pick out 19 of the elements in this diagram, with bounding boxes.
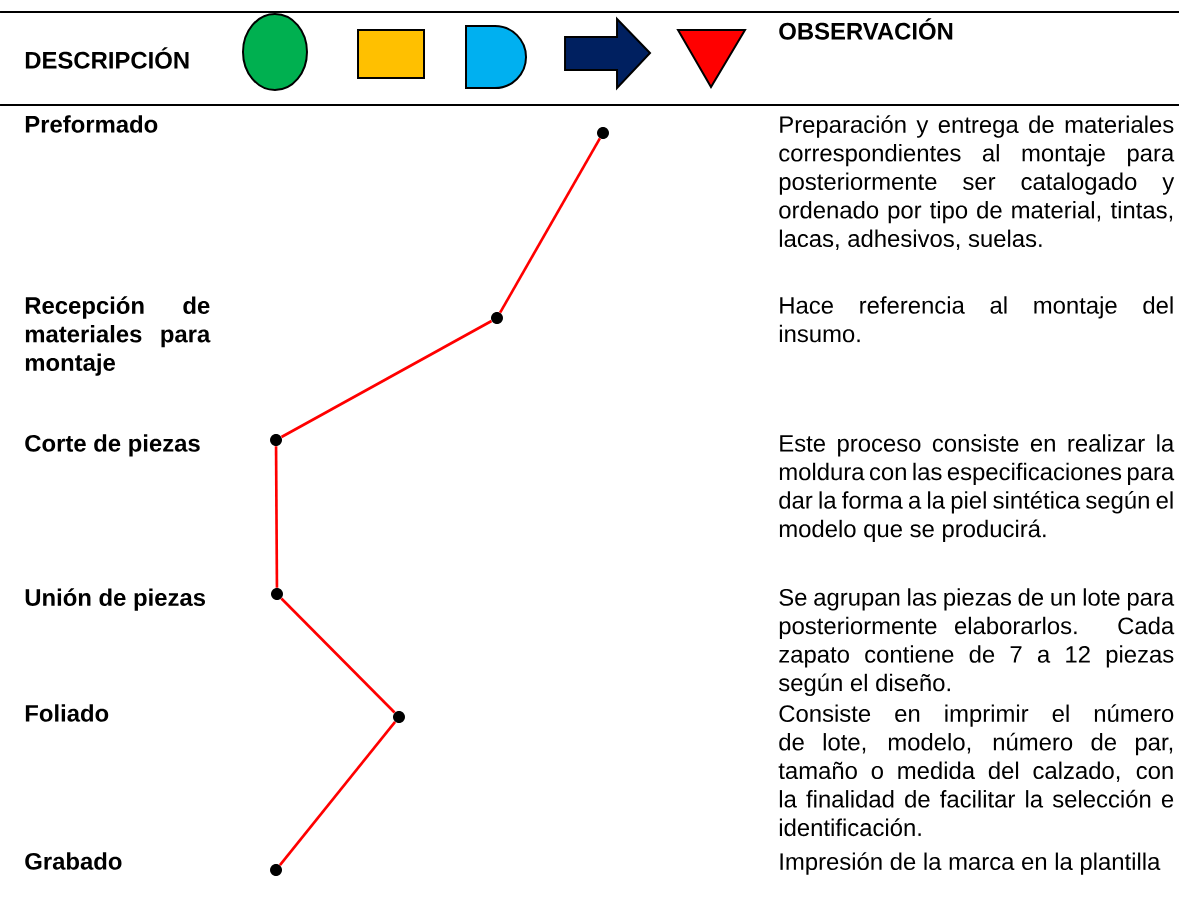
step-description: Este proceso consiste en realizar la moldura con las especificaciones para dar la forma a la piel sintética según el modelo que se producirá.: [779, 434, 1175, 543]
column-header: OBSERVACIÓN: [779, 18, 953, 40]
step-description: Consiste en imprimir el número de lote, modelo, número de par, tamaño o medida del calzado, con la finalidad de facilitar la selección e identificación.: [778, 704, 1174, 837]
connector-line: [280, 597, 396, 714]
connector-line: [498, 137, 602, 314]
step-name: Unión de piezas: [25, 588, 205, 611]
step-description: Se agrupan las piezas de un lote para posteriormente elaborarlos. Cada zapato contiene de 7 a 12 piezas según el diseño.: [778, 588, 1175, 697]
step-name: Preformado: [25, 115, 158, 133]
step-name: Grabado: [25, 852, 122, 870]
column-header: DESCRIPCIÓN: [25, 47, 189, 69]
step-description: Hace referencia al montaje del insumo.: [779, 296, 1173, 343]
step-name: Recepción de materiales para montaje: [25, 296, 211, 376]
step-description: Impresión de la marca en la plantilla: [780, 852, 1161, 875]
step-description: Preparación y entrega de materiales correspondientes al montaje para posteriormente ser catalogado y ordenado por tipo de material, tintas, lacas, adhesivos, suelas.: [779, 115, 1175, 250]
step-name: Corte de piezas: [25, 434, 200, 457]
connector-line: [274, 446, 279, 588]
connector-line: [280, 319, 493, 439]
connector-line: [278, 721, 397, 866]
step-name: Foliado: [25, 704, 109, 722]
